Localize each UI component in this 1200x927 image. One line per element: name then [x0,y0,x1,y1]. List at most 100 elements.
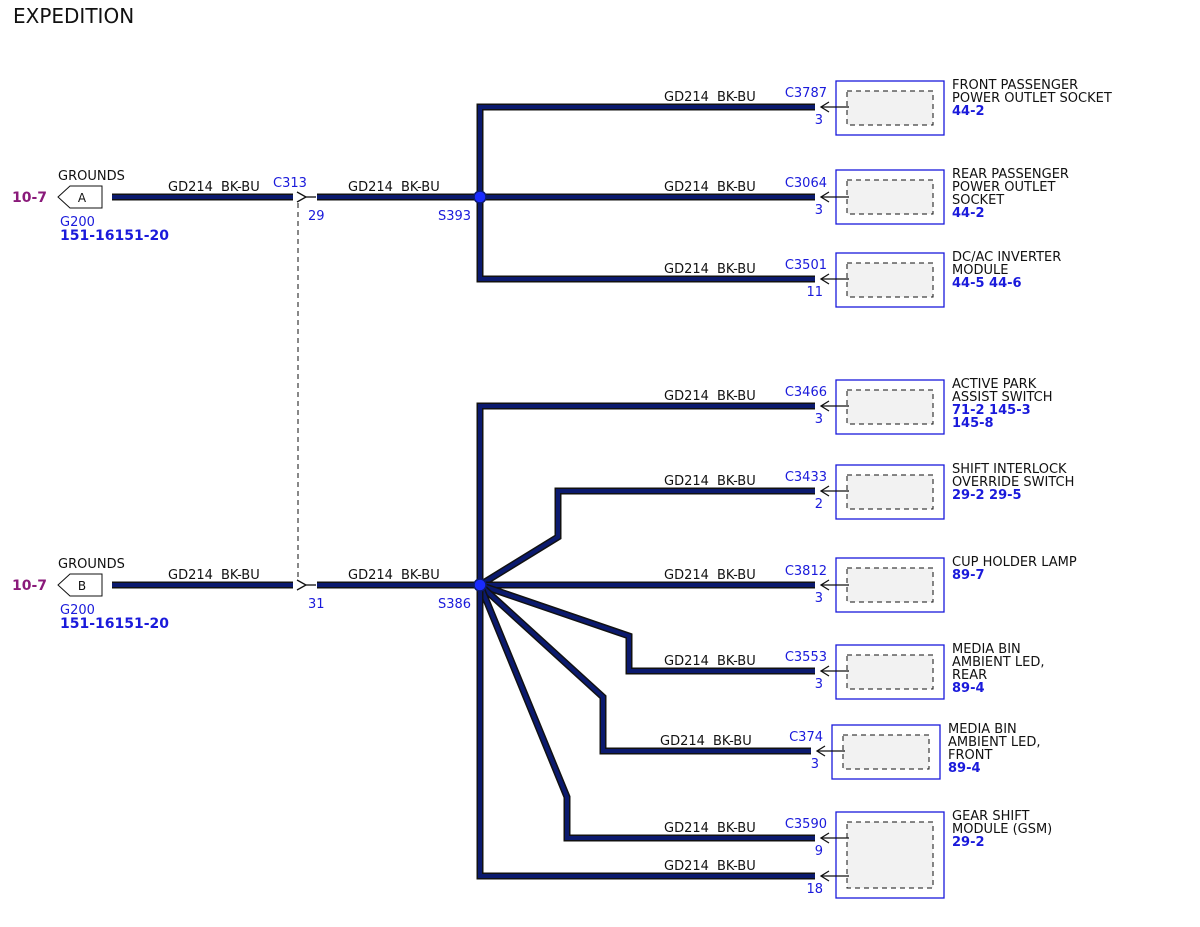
component-page-ref: 29-2 29-5 [952,488,1022,503]
wire-branch-1-color: BK-BU [717,180,756,195]
wire-trunk-0-circuit: GD214 [348,180,393,195]
wire-ground-0-color: BK-BU [221,180,260,195]
component-name: AMBIENT LED, [952,655,1044,670]
splice-node [473,578,487,592]
component-module-outline [846,262,934,298]
component-name: DC/AC INVERTER [952,250,1061,265]
wire-branch-9 [478,585,815,878]
wire-branch-2-circuit: GD214 [664,262,709,277]
connector-pin: 9 [815,844,823,859]
connector-id: C3466 [785,385,827,400]
wire-branch-9-circuit: GD214 [664,859,709,874]
component-name: MEDIA BIN [952,642,1021,657]
inline-pin: 31 [308,597,325,612]
wire-branch-9-color: BK-BU [717,859,756,874]
parts-layer [57,80,945,899]
component-page-ref: 44-2 [952,104,985,119]
diagram-title: EXPEDITION [13,4,134,28]
component-module-outline [846,474,934,510]
component-name: POWER OUTLET [952,180,1055,195]
component-module-outline [846,179,934,215]
wire-branch-6 [479,583,815,673]
component-name: SHIFT INTERLOCK [952,462,1067,477]
ground-page-ref: 10-7 [12,578,47,594]
component-page-ref: 89-7 [952,568,985,583]
wire-branch-0-outline [476,103,815,197]
wire-branch-2 [478,197,815,281]
wire-branch-3-color: BK-BU [717,389,756,404]
connector-id: C3501 [785,258,827,273]
connector-pin: 3 [815,591,823,606]
wire-branch-2-color: BK-BU [717,262,756,277]
connector-id: C3064 [785,176,827,191]
component-name: AMBIENT LED, [948,735,1040,750]
ground-location: G200 [60,603,95,618]
wire-branch-4-outline [478,487,815,588]
wire-branch-4-circuit: GD214 [664,474,709,489]
component-module-outline [846,567,934,603]
ground-page-ref: 10-7 [12,190,47,206]
inline-pin: 29 [308,209,325,224]
ground-ref: 151-16151-20 [60,616,169,632]
connector-pin: 3 [811,757,819,772]
wires-layer [112,103,815,880]
connector-id: C3590 [785,817,827,832]
component-name: CUP HOLDER LAMP [952,555,1077,570]
component-name: FRONT PASSENGER [952,78,1078,93]
splice-node [473,190,487,204]
wire-branch-7 [478,583,811,753]
wire-branch-7-circuit: GD214 [660,734,705,749]
wire-branch-6-color: BK-BU [717,654,756,669]
component-module-outline [846,90,934,126]
wire-branch-4-color: BK-BU [717,474,756,489]
wire-branch-1-circuit: GD214 [664,180,709,195]
wire-branch-2-outline [476,197,815,283]
wire-branch-3-circuit: GD214 [664,389,709,404]
connector-id: C3553 [785,650,827,665]
wire-trunk-0-color: BK-BU [401,180,440,195]
wire-ground-0-circuit: GD214 [168,180,213,195]
wire-branch-8-circuit: GD214 [664,821,709,836]
wire-ground-1-color: BK-BU [221,568,260,583]
component-page-ref: 44-5 44-6 [952,276,1022,291]
component-name: REAR [952,668,987,683]
wire-branch-3 [478,404,815,585]
splice-id: S393 [438,209,471,224]
wire-ground-1-circuit: GD214 [168,568,213,583]
ground-title: GROUNDS [58,169,125,184]
inline-connector-id: C313 [273,176,307,191]
connector-pin: 3 [815,677,823,692]
connector-pin: 11 [806,285,823,300]
connector-pin: 18 [806,882,823,897]
wire-branch-0-circuit: GD214 [664,90,709,105]
component-module-outline [842,734,930,770]
connector-id: C3787 [785,86,827,101]
wire-trunk-1-circuit: GD214 [348,568,393,583]
wire-branch-8 [478,584,815,840]
wire-branch-4 [478,489,815,587]
connector-pin: 3 [815,412,823,427]
component-page-ref: 89-4 [948,761,981,776]
connector-pin: 2 [815,497,823,512]
wire-branch-6-circuit: GD214 [664,654,709,669]
wire-branch-8-color: BK-BU [717,821,756,836]
component-name: ACTIVE PARK [952,377,1037,392]
component-page-ref: 44-2 [952,206,985,221]
wire-branch-5-color: BK-BU [717,568,756,583]
component-module-outline [846,389,934,425]
connector-id: C3812 [785,564,827,579]
ground-letter: A [78,191,87,205]
component-name: FRONT [948,748,992,763]
component-page-ref: 71-2 145-3 [952,403,1031,418]
ground-letter: B [78,579,86,593]
ground-ref: 151-16151-20 [60,228,169,244]
ground-symbol-icon [57,573,103,597]
connector-pin: 3 [815,113,823,128]
component-page-ref: 145-8 [952,416,994,431]
component-name: MODULE (GSM) [952,822,1052,837]
ground-title: GROUNDS [58,557,125,572]
connector-id: C3433 [785,470,827,485]
component-name: ASSIST SWITCH [952,390,1053,405]
